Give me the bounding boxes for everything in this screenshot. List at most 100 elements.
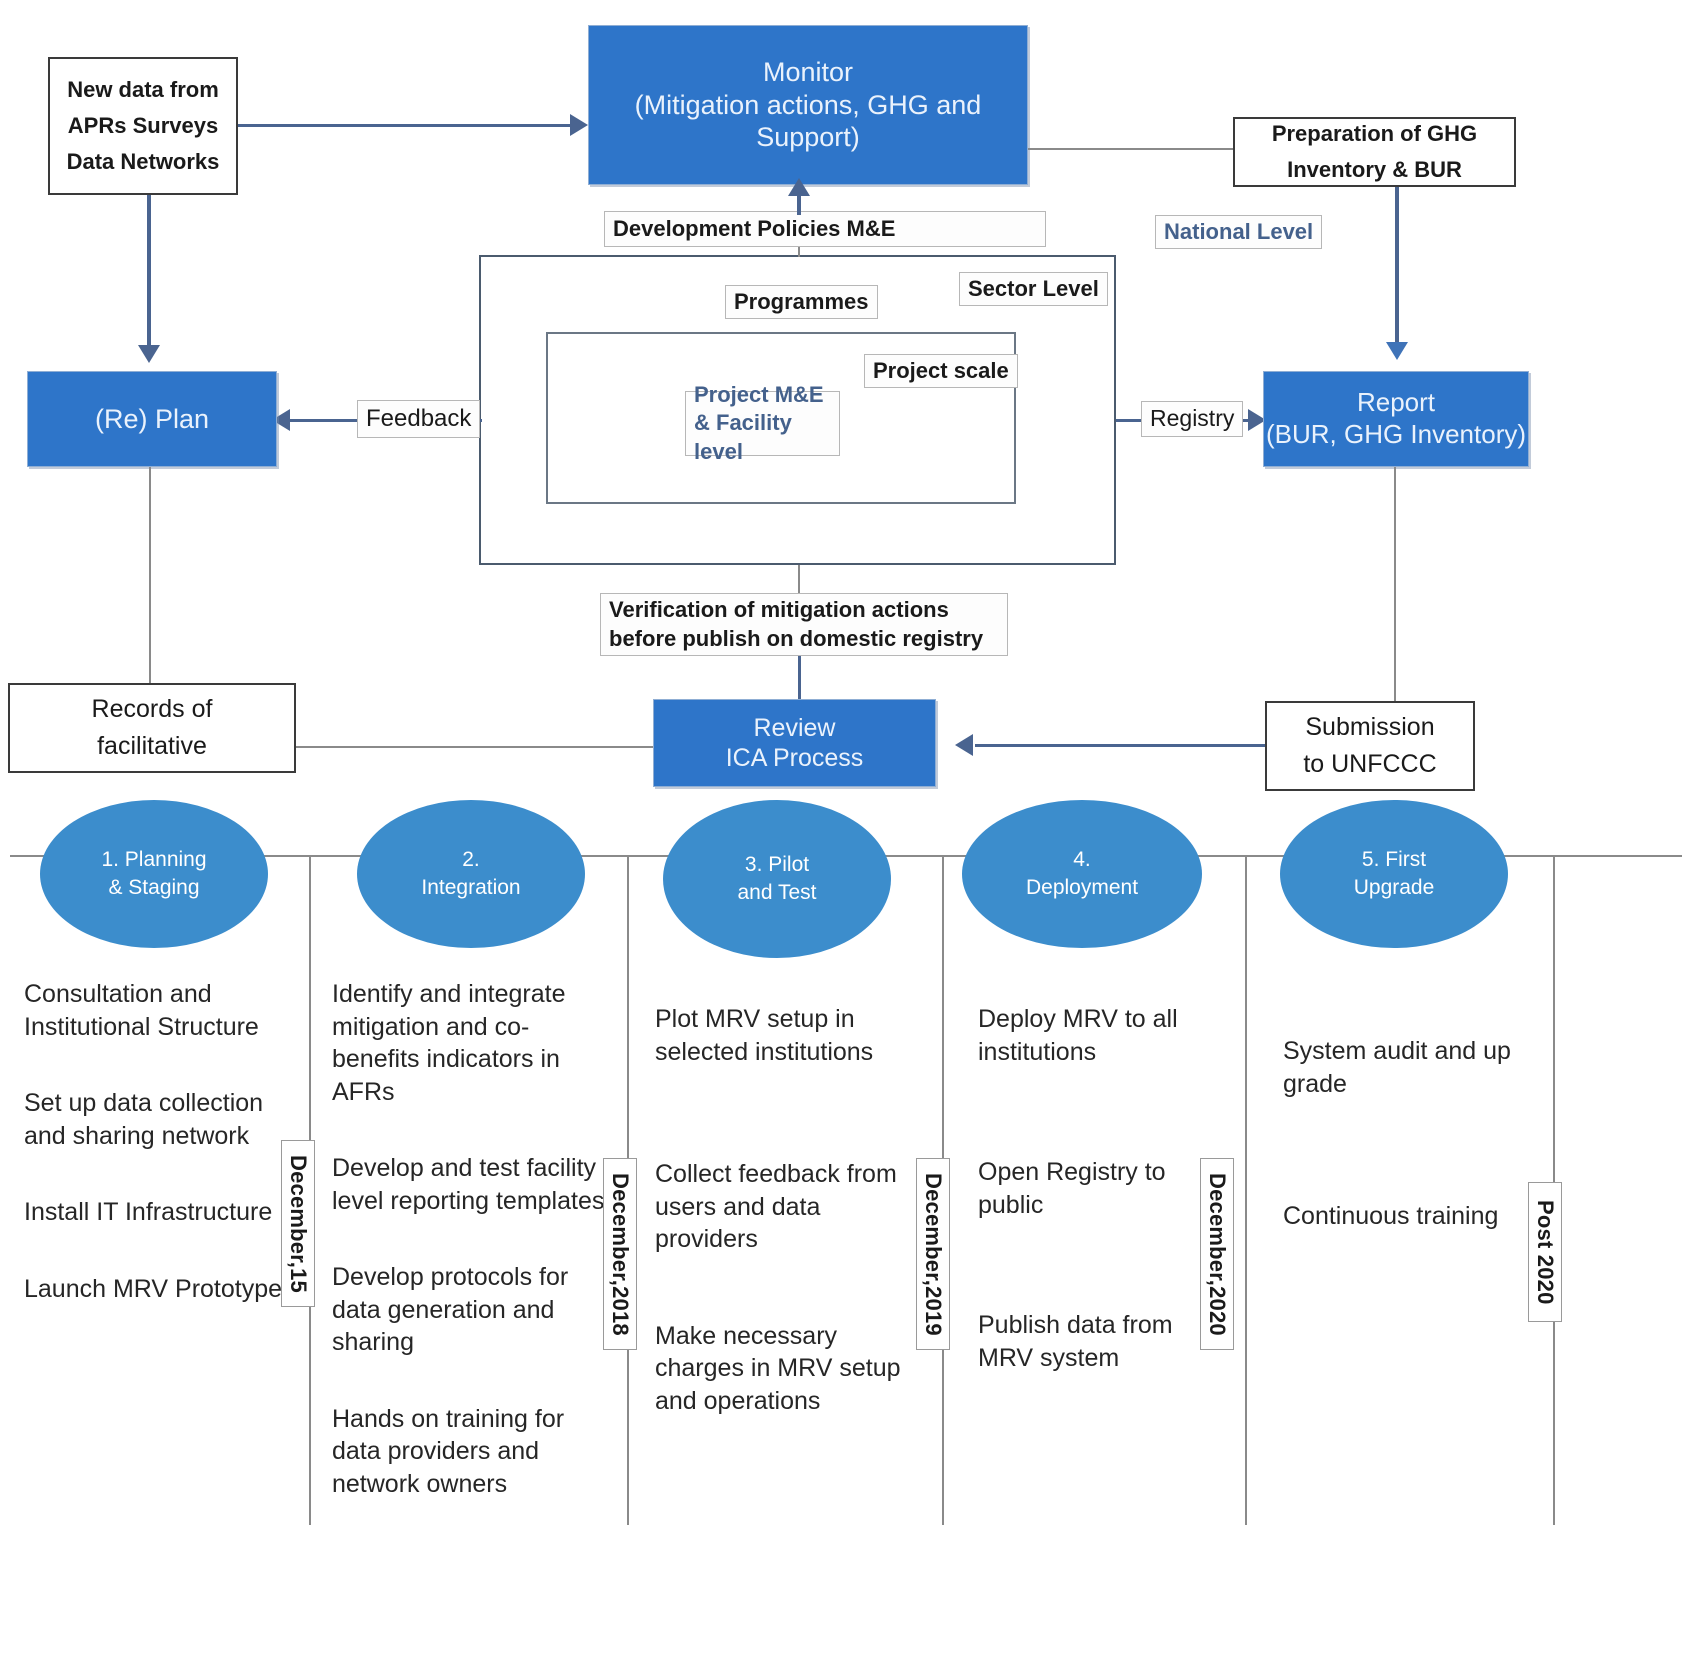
phase-ellipse-3[interactable]: 3. Pilot and Test [663,800,891,958]
feedback-text: Feedback [366,404,472,432]
phase-ellipse-4[interactable]: 4. Deployment [962,800,1202,948]
phase-ellipse-1[interactable]: 1. Planning & Staging [40,800,268,948]
phase-label-2: 2. Integration [421,847,521,899]
replan-text: (Re) Plan [94,403,210,434]
phase-ellipse-2[interactable]: 2. Integration [357,800,585,948]
records-facilitative-box: Records of facilitative [8,683,296,773]
phase-label-1: 1. Planning & Staging [101,847,207,899]
project-scale-container [546,332,1016,504]
phase-items-3: Plot MRV setup in selected institutions … [655,1003,917,1461]
connector-devpolicies-monitor [797,193,801,215]
feedback-chip: Feedback [357,400,481,438]
report-line-1: Report [1356,387,1436,418]
sector-level-chip: Sector Level [959,272,1108,306]
phase-ellipse-5[interactable]: 5. First Upgrade [1280,800,1508,948]
phase-items-4: Deploy MRV to all institutions Open Regi… [978,1003,1226,1418]
registry-text: Registry [1150,405,1235,432]
phase-1-item-3: Launch MRV Prototype [24,1274,283,1303]
phase-items-5: System audit and up grade Continuous tra… [1283,1035,1538,1277]
phase-1-item-2: Install IT Infrastructure [24,1198,273,1226]
connector-sector-verification [798,565,800,595]
phase-2-item-1: Develop and test facility level reportin… [332,1154,605,1215]
connector-submission-review [975,744,1265,747]
verification-line-1: Verification of mitigation actions [609,597,949,623]
milestone-text-5: Post 2020 [1533,1199,1558,1305]
preparation-ghg-box: Preparation of GHG Inventory & BUR [1233,117,1516,187]
phase-5-item-0: System audit and up grade [1283,1037,1511,1098]
report-box: Report (BUR, GHG Inventory) [1263,371,1529,467]
submission-line-1: Submission [1305,712,1435,741]
preparation-line-1: Preparation of GHG [1271,120,1478,146]
replan-box: (Re) Plan [27,371,277,467]
new-data-text: New data from APRs Surveys Data Networks [66,76,220,175]
connector-verification-review [798,656,801,711]
connector-newdata-replan [147,195,151,350]
phase-4-item-2: Publish data from MRV system [978,1311,1173,1372]
monitor-line-3: Support) [756,122,860,153]
arrowhead-devpolicies-monitor [788,178,810,196]
milestone-chip-4: December,2020 [1200,1158,1234,1350]
phase-label-5: 5. First Upgrade [1353,847,1435,899]
records-line-2: facilitative [97,732,207,760]
connector-devpolicies-sector [798,247,800,257]
arrowhead-newdata-monitor [570,114,588,136]
arrowhead-submission-review [955,734,973,756]
project-scale-text: Project scale [873,357,1009,383]
programmes-chip: Programmes [725,285,878,319]
national-level-text: National Level [1164,218,1314,244]
submission-line-2: to UNFCCC [1303,750,1437,778]
phase-label-4: 4. Deployment [1025,847,1139,899]
milestone-text-3: December,2019 [921,1172,946,1336]
project-me-line-2: & Facility level [694,410,792,464]
project-scale-chip: Project scale [864,354,1018,388]
milestone-text-4: December,2020 [1205,1172,1230,1336]
arrowhead-preparation-report [1386,342,1408,360]
development-policies-chip: Development Policies M&E [604,211,1046,247]
national-level-chip: National Level [1155,215,1323,249]
new-data-box: New data from APRs Surveys Data Networks [48,57,238,195]
phase-3-item-2: Make necessary charges in MRV setup and … [655,1321,901,1415]
review-line-2: ICA Process [725,744,864,772]
monitor-line-2: (Mitigation actions, GHG and [634,89,982,120]
records-line-1: Records of [91,694,213,723]
phase-1-item-0: Consultation and Institutional Structure [24,980,259,1041]
phase-5-item-1: Continuous training [1283,1202,1499,1230]
verification-line-2: before publish on domestic registry [609,625,984,651]
monitor-line-1: Monitor [762,56,854,87]
project-me-line-1: Project M&E [694,382,824,408]
milestone-text-2: December,2018 [608,1172,633,1336]
phase-2-item-0: Identify and integrate mitigation and co… [332,980,566,1106]
connector-report-submission [1394,467,1396,701]
phase-4-item-1: Open Registry to public [978,1158,1166,1219]
milestone-chip-1: December,15 [281,1140,315,1307]
report-line-2: (BUR, GHG Inventory) [1265,419,1527,449]
preparation-line-2: Inventory & BUR [1287,157,1462,182]
connector-newdata-monitor [238,124,573,127]
programmes-text: Programmes [734,288,869,314]
connector-monitor-preparation [1028,148,1233,150]
connector-preparation-report [1395,187,1399,347]
milestone-chip-3: December,2019 [916,1158,950,1350]
milestone-text-1: December,15 [286,1154,311,1293]
development-policies-text: Development Policies M&E [613,215,896,241]
phase-3-item-0: Plot MRV setup in selected institutions [655,1005,874,1066]
connector-replan-records [149,467,151,683]
monitor-box: Monitor (Mitigation actions, GHG and Sup… [588,25,1028,185]
phase-4-item-0: Deploy MRV to all institutions [978,1005,1178,1066]
connector-records-review [296,746,654,748]
submission-unfccc-box: Submission to UNFCCC [1265,701,1475,791]
phase-label-3: 3. Pilot and Test [737,852,817,904]
phase-items-2: Identify and integrate mitigation and co… [332,978,610,1544]
milestone-chip-5: Post 2020 [1528,1182,1562,1322]
project-me-chip: Project M&E & Facility level [685,382,840,464]
phase-items-1: Consultation and Institutional Structure… [24,978,292,1349]
phase-2-item-2: Develop protocols for data generation an… [332,1263,569,1356]
phase-2-item-3: Hands on training for data providers and… [332,1404,565,1498]
verification-chip: Verification of mitigation actions befor… [600,593,1008,656]
roadmap-divider-4 [1245,855,1247,1525]
arrowhead-newdata-replan [138,345,160,363]
registry-chip: Registry [1141,401,1244,437]
review-ica-box: Review ICA Process [653,699,936,787]
phase-3-item-1: Collect feedback from users and data pro… [655,1160,897,1253]
